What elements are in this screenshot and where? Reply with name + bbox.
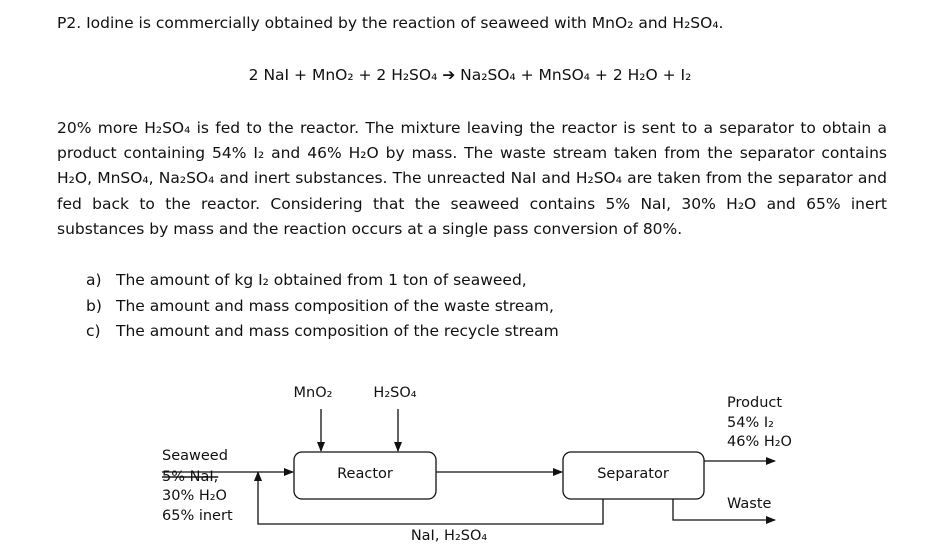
seaweed-h2o: 30% H₂O: [162, 488, 227, 504]
question-letter: b): [86, 296, 102, 315]
reaction-equation: 2 NaI + MnO₂ + 2 H₂SO₄ ➔ Na₂SO₄ + MnSO₄ …: [248, 66, 692, 84]
question-letter: a): [86, 271, 102, 289]
waste-arrow: [672, 499, 776, 524]
recycle-line: [254, 471, 604, 525]
h2so4-label: H₂SO₄: [373, 385, 416, 401]
question-text: The amount and mass composition of the w…: [116, 296, 554, 315]
question-letter: c): [86, 322, 101, 340]
reactor-label: Reactor: [337, 466, 393, 482]
question-list: a) The amount of kg I₂ obtained from 1 to…: [86, 268, 559, 345]
recycle-label: NaI, H₂SO₄: [411, 528, 488, 544]
product-h2o: 46% H₂O: [727, 434, 792, 450]
question-text: The amount of kg I₂ obtained from 1 ton …: [116, 271, 527, 289]
question-b: b) The amount and mass composition of the…: [86, 294, 559, 320]
separator-box: [562, 451, 705, 500]
question-a: a) The amount of kg I₂ obtained from 1 to…: [86, 268, 559, 294]
question-c: c) The amount and mass composition of the…: [86, 319, 559, 345]
reactor-box: [293, 451, 437, 500]
mno2-label: MnO₂: [294, 385, 333, 401]
separator-label: Separator: [597, 466, 669, 482]
product-title: Product: [727, 395, 782, 411]
seaweed-nai: 5% NaI,: [162, 469, 218, 485]
waste-label: Waste: [727, 496, 772, 512]
problem-paragraph: 20% more H₂SO₄ is fed to the reactor. Th…: [57, 119, 887, 238]
problem-title: P2. Iodine is commercially obtained by t…: [57, 14, 724, 32]
question-text: The amount and mass composition of the r…: [116, 322, 559, 340]
seaweed-inert: 65% inert: [162, 508, 233, 524]
product-i2: 54% I₂: [727, 415, 774, 431]
seaweed-title: Seaweed: [162, 448, 228, 464]
